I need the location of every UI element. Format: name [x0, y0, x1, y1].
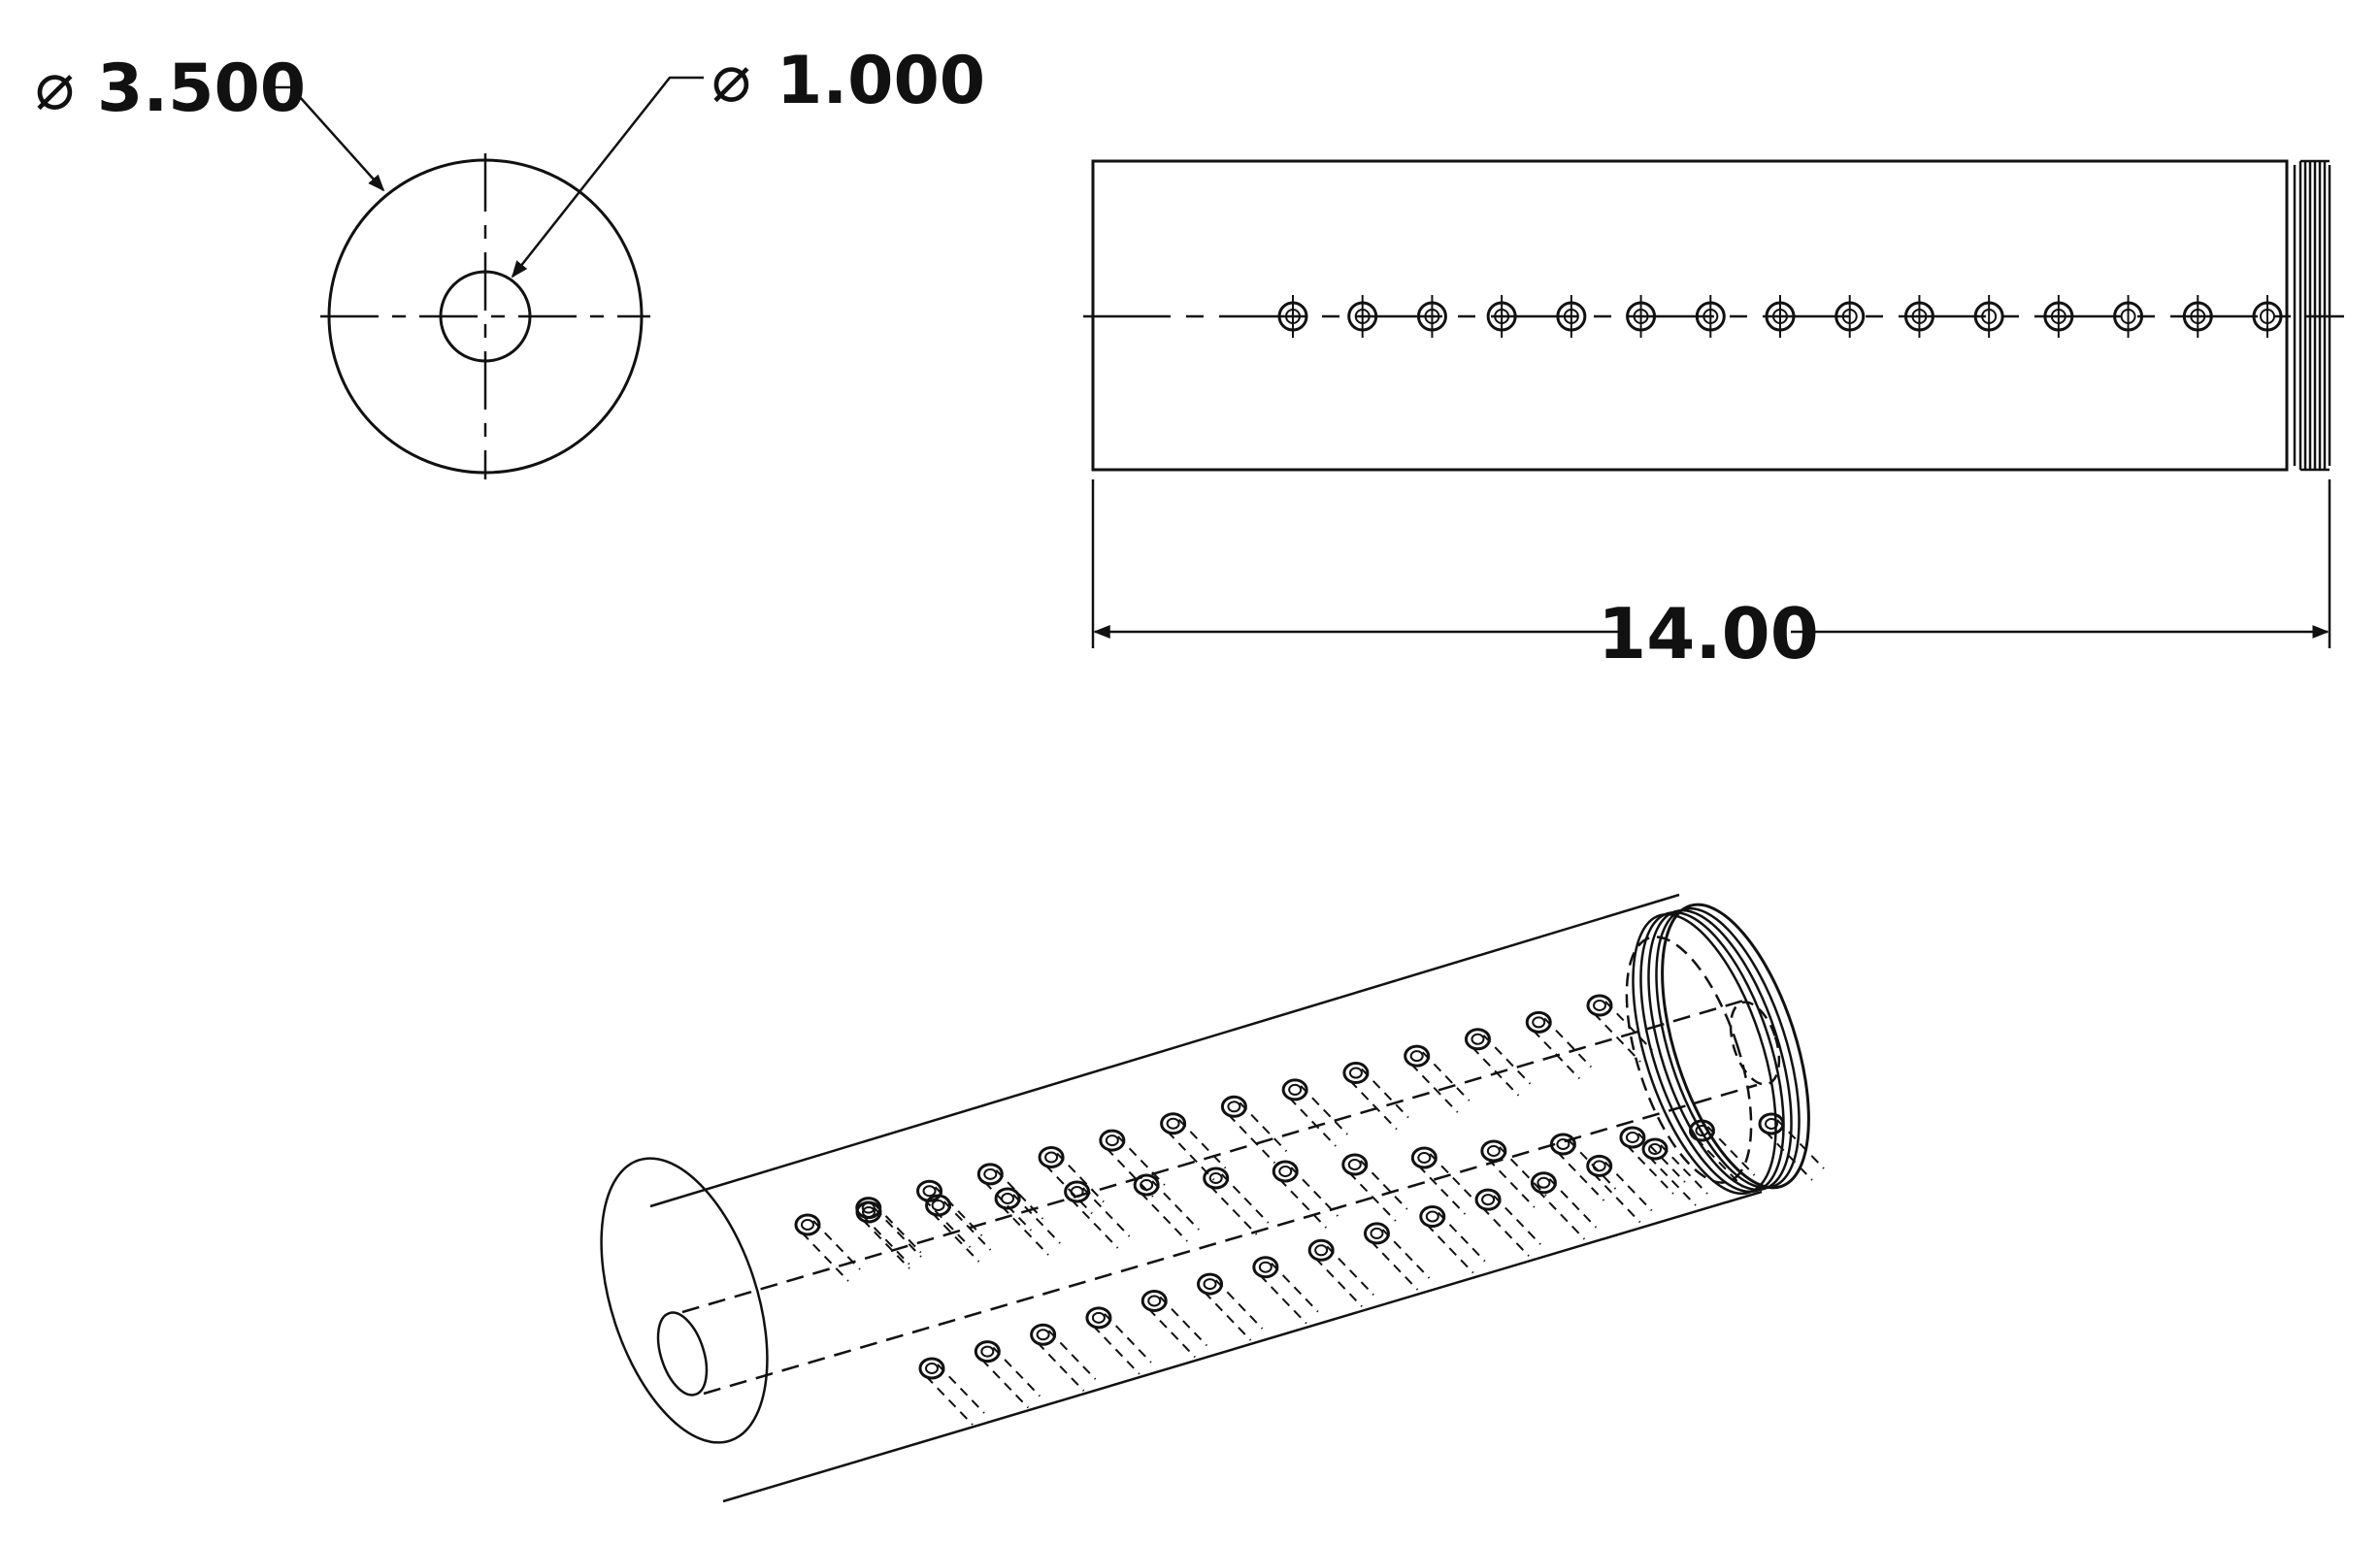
side-hole	[1765, 295, 1796, 338]
iso-hole	[974, 1340, 1041, 1409]
iso-hole	[1480, 1139, 1547, 1208]
iso-hole	[1758, 1112, 1825, 1181]
outer-diameter-label: 3.500	[97, 50, 306, 127]
iso-hole	[1203, 1167, 1270, 1235]
side-holes	[1277, 295, 2283, 338]
iso-hole	[1419, 1205, 1486, 1274]
iso-hole	[1272, 1160, 1339, 1229]
iso-top-edge	[649, 893, 1680, 1208]
iso-bore-bottom-hidden	[703, 1083, 1758, 1396]
diameter-symbol: ⌀	[711, 41, 751, 117]
side-hole	[2113, 295, 2144, 338]
iso-hole	[1464, 1028, 1532, 1097]
iso-hole	[1641, 1137, 1708, 1206]
inner-diameter-callout: ⌀ 1.000	[711, 41, 985, 119]
iso-hole	[1281, 1078, 1348, 1147]
side-hole	[1277, 295, 1308, 338]
iso-far-end-inner-hidden	[1625, 936, 1753, 1184]
iso-hole	[1363, 1222, 1431, 1291]
outer-diameter-leader	[264, 85, 385, 192]
iso-hole	[1586, 1154, 1653, 1224]
iso-hole	[1404, 1044, 1471, 1113]
iso-hole	[1586, 994, 1653, 1063]
side-hole	[2182, 295, 2213, 338]
iso-hole	[1688, 1119, 1756, 1188]
iso-hole	[1410, 1146, 1478, 1215]
iso-far-bore-hidden	[1729, 1001, 1781, 1086]
iso-thread-ring	[1632, 912, 1777, 1196]
side-hole	[1903, 295, 1934, 338]
iso-hole	[1038, 1145, 1105, 1215]
iso-hole	[1342, 1062, 1409, 1131]
side-hole	[1626, 295, 1657, 338]
iso-hole	[855, 1200, 922, 1269]
iso-hole	[925, 1194, 992, 1263]
iso-hole	[1133, 1173, 1200, 1242]
iso-hole	[1474, 1188, 1541, 1257]
iso-hole	[1341, 1153, 1408, 1222]
isometric-view	[600, 893, 1825, 1503]
iso-hole	[976, 1163, 1044, 1232]
iso-hole	[994, 1187, 1061, 1256]
side-hole	[1347, 295, 1378, 338]
iso-holes	[794, 994, 1825, 1426]
iso-hole	[1220, 1095, 1288, 1165]
length-dimension-label: 14.00	[1598, 593, 1819, 674]
iso-near-end	[600, 1157, 769, 1444]
thread-section	[2285, 159, 2331, 472]
iso-hole	[1307, 1238, 1374, 1308]
iso-hole	[1085, 1306, 1152, 1375]
iso-hole	[794, 1213, 861, 1282]
side-hole	[2252, 295, 2283, 338]
iso-hole	[1252, 1256, 1319, 1325]
side-hole	[1556, 295, 1587, 338]
iso-far-end-outer	[1661, 903, 1810, 1190]
side-hole	[1973, 295, 2004, 338]
side-hole	[1416, 295, 1447, 338]
iso-hole	[1197, 1272, 1264, 1341]
iso-bore-end	[656, 1311, 709, 1397]
inner-diameter-leader	[511, 76, 704, 279]
diameter-symbol: ⌀	[35, 49, 75, 125]
inner-diameter-label: 1.000	[777, 43, 985, 119]
iso-hole	[918, 1357, 985, 1426]
iso-hole	[1140, 1289, 1207, 1359]
iso-hole	[916, 1179, 983, 1248]
iso-hole	[1525, 1010, 1592, 1080]
end-view	[264, 76, 704, 479]
iso-hole	[1530, 1171, 1598, 1240]
side-hole	[1486, 295, 1517, 338]
iso-hole	[1099, 1129, 1166, 1198]
side-hole	[1695, 295, 1726, 338]
side-view	[1083, 159, 2344, 648]
side-hole	[1835, 295, 1866, 338]
iso-bottom-edge	[722, 1190, 1763, 1503]
iso-hole	[1064, 1180, 1131, 1249]
side-hole	[2043, 295, 2074, 338]
iso-hole	[1549, 1133, 1617, 1201]
iso-hole	[1030, 1323, 1097, 1392]
outer-diameter-callout: ⌀ 3.500	[35, 49, 306, 127]
